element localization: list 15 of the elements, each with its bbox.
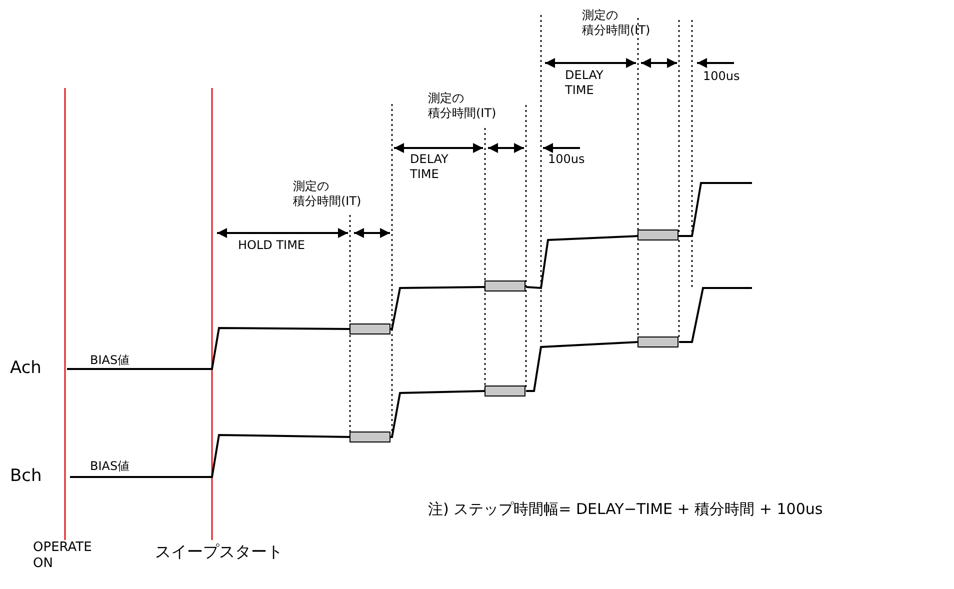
event-label: OPERATE ON [33, 540, 93, 572]
value-label: BIAS値 [90, 459, 130, 474]
dimension-label: 測定の積分時間(IT) [428, 91, 496, 121]
dimension-label: 100us [703, 69, 740, 84]
channel-label: Bch [10, 466, 42, 488]
note: 注) ステップ時間幅= DELAY−TIME + 積分時間 + 100us [428, 500, 823, 519]
dimension-label: DELAY TIME [565, 68, 604, 98]
event-label: スイープスタート [155, 542, 283, 562]
dimension-label: HOLD TIME [238, 238, 306, 253]
dimension-label: DELAY TIME [410, 152, 450, 182]
dimension-label: 100us [548, 152, 585, 167]
dimension-label: 測定の積分時間(IT) [582, 8, 650, 38]
value-label: BIAS値 [90, 353, 130, 368]
channel-label: Ach [10, 358, 42, 380]
dimension-label: 測定の積分時間(IT) [293, 179, 362, 209]
